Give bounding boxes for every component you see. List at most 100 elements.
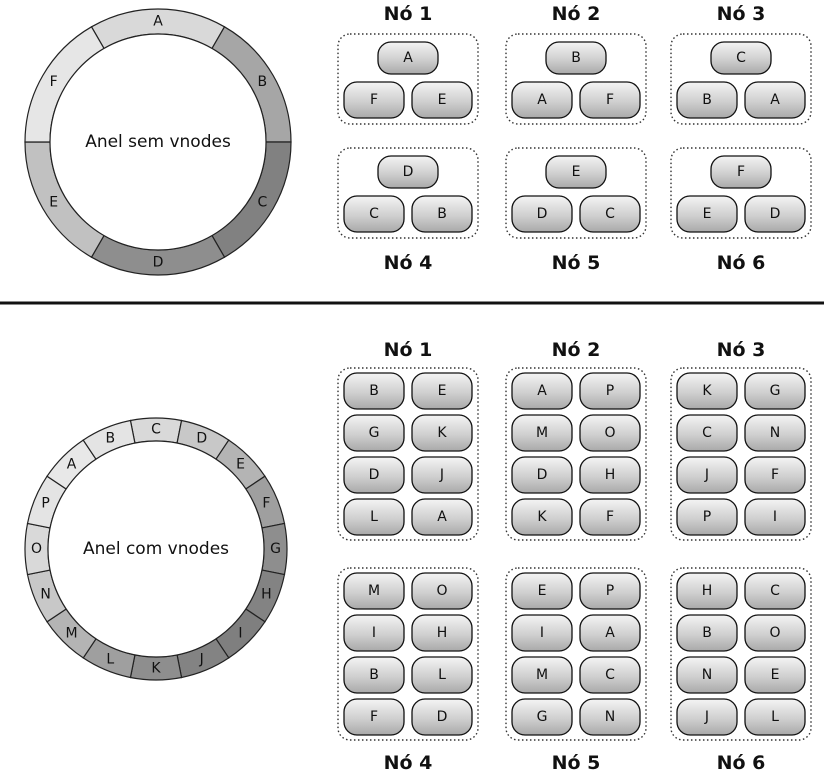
top-node-key-pill xyxy=(710,155,772,189)
node-box-top xyxy=(670,33,812,125)
bottom-node-key-pill xyxy=(511,656,573,694)
bottom-node-key-pill xyxy=(343,372,405,410)
bottom-ring-segment-label: L xyxy=(106,651,114,667)
top-node-key-label: F xyxy=(606,92,614,108)
bottom-node-key-pill xyxy=(343,614,405,652)
bottom-node-key-label: K xyxy=(537,509,547,525)
bottom-ring-segment-label: N xyxy=(40,587,50,603)
bottom-node-key-label: P xyxy=(606,383,614,399)
top-node-key-pill xyxy=(744,195,806,233)
bottom-node-key-label: M xyxy=(536,667,548,683)
bottom-node-key-pill xyxy=(343,698,405,736)
bottom-node-key-pill xyxy=(411,372,473,410)
top-node-key-label: F xyxy=(737,164,745,180)
bottom-ring-segment-label: I xyxy=(238,625,242,641)
bottom-node-key-pill xyxy=(411,498,473,536)
top-node-key-label: C xyxy=(369,206,379,222)
bottom-node-key-pill xyxy=(343,656,405,694)
bottom-ring-segment-label: G xyxy=(270,541,281,557)
bottom-node-key-label: M xyxy=(536,425,548,441)
top-ring-inner-circle xyxy=(49,33,267,251)
bottom-node-key-pill xyxy=(343,498,405,536)
bottom-ring-segment-label: A xyxy=(67,457,77,473)
node-box-top xyxy=(337,33,479,125)
top-ring-segment-label: E xyxy=(49,194,58,210)
bottom-ring-segment-label: K xyxy=(151,661,161,677)
bottom-node-key-pill xyxy=(579,614,641,652)
bottom-node-key-label: G xyxy=(369,425,380,441)
bottom-node-key-label: J xyxy=(704,467,709,483)
bottom-ring-segment-label: E xyxy=(236,457,245,473)
bottom-node-key-pill xyxy=(411,456,473,494)
bottom-node-key-label: N xyxy=(605,709,615,725)
node-title-top: Nó 2 xyxy=(552,3,601,25)
bottom-node-key-pill xyxy=(744,498,806,536)
top-node-key-label: B xyxy=(437,206,447,222)
top-ring-segment-label: A xyxy=(153,14,163,30)
bottom-node-key-label: F xyxy=(771,467,779,483)
bottom-node-key-label: B xyxy=(369,383,379,399)
node-box-top xyxy=(670,147,812,239)
node-box-bottom xyxy=(670,567,812,741)
bottom-node-key-pill xyxy=(579,656,641,694)
bottom-node-key-pill xyxy=(676,372,738,410)
bottom-node-key-label: K xyxy=(702,383,712,399)
bottom-node-key-label: D xyxy=(437,709,448,725)
node-title-bottom: Nó 5 xyxy=(552,752,601,774)
node-title-bottom: Nó 4 xyxy=(384,752,433,774)
top-node-key-pill xyxy=(343,81,405,119)
top-node-key-label: C xyxy=(605,206,615,222)
bottom-node-key-pill xyxy=(411,414,473,452)
bottom-node-key-pill xyxy=(744,372,806,410)
bottom-node-key-label: H xyxy=(605,467,616,483)
bottom-node-key-label: N xyxy=(770,425,780,441)
bottom-node-key-pill xyxy=(579,698,641,736)
bottom-node-key-pill xyxy=(511,498,573,536)
bottom-node-key-pill xyxy=(511,614,573,652)
bottom-node-key-label: A xyxy=(537,383,547,399)
top-node-key-pill xyxy=(579,195,641,233)
top-node-key-pill xyxy=(545,155,607,189)
top-ring-segment-label: D xyxy=(153,255,164,271)
bottom-ring-segment-label: O xyxy=(31,541,42,557)
bottom-ring-segment-label: M xyxy=(65,625,77,641)
top-node-key-pill xyxy=(676,195,738,233)
top-ring-segment-label: F xyxy=(50,74,58,90)
node-title-top: Nó 1 xyxy=(384,3,433,25)
bottom-node-key-pill xyxy=(744,656,806,694)
bottom-node-key-pill xyxy=(579,456,641,494)
bottom-node-key-label: E xyxy=(438,383,447,399)
top-node-key-label: A xyxy=(537,92,547,108)
bottom-node-key-pill xyxy=(411,656,473,694)
top-node-key-pill xyxy=(545,41,607,75)
bottom-node-key-pill xyxy=(744,614,806,652)
top-node-key-label: D xyxy=(537,206,548,222)
top-node-key-pill xyxy=(511,195,573,233)
bottom-node-key-pill xyxy=(676,414,738,452)
top-ring-segment-label: B xyxy=(258,74,268,90)
bottom-node-key-label: A xyxy=(605,625,615,641)
bottom-node-key-pill xyxy=(744,456,806,494)
bottom-node-key-label: J xyxy=(704,709,709,725)
top-ring-segment-label: C xyxy=(257,194,267,210)
bottom-node-key-label: J xyxy=(439,467,444,483)
bottom-node-key-pill xyxy=(343,456,405,494)
bottom-node-key-label: H xyxy=(437,625,448,641)
bottom-node-key-pill xyxy=(343,572,405,610)
bottom-node-key-pill xyxy=(579,414,641,452)
bottom-node-key-label: L xyxy=(370,509,378,525)
bottom-node-key-label: C xyxy=(702,425,712,441)
bottom-node-key-label: B xyxy=(369,667,379,683)
top-node-key-label: B xyxy=(571,50,581,66)
bottom-node-key-label: L xyxy=(438,667,446,683)
node-title-bottom: Nó 2 xyxy=(552,339,601,361)
bottom-node-key-label: D xyxy=(369,467,380,483)
bottom-node-key-label: C xyxy=(605,667,615,683)
bottom-node-key-label: O xyxy=(769,625,780,641)
bottom-node-key-pill xyxy=(411,572,473,610)
ring-caption-top: Anel sem vnodes xyxy=(85,132,231,152)
